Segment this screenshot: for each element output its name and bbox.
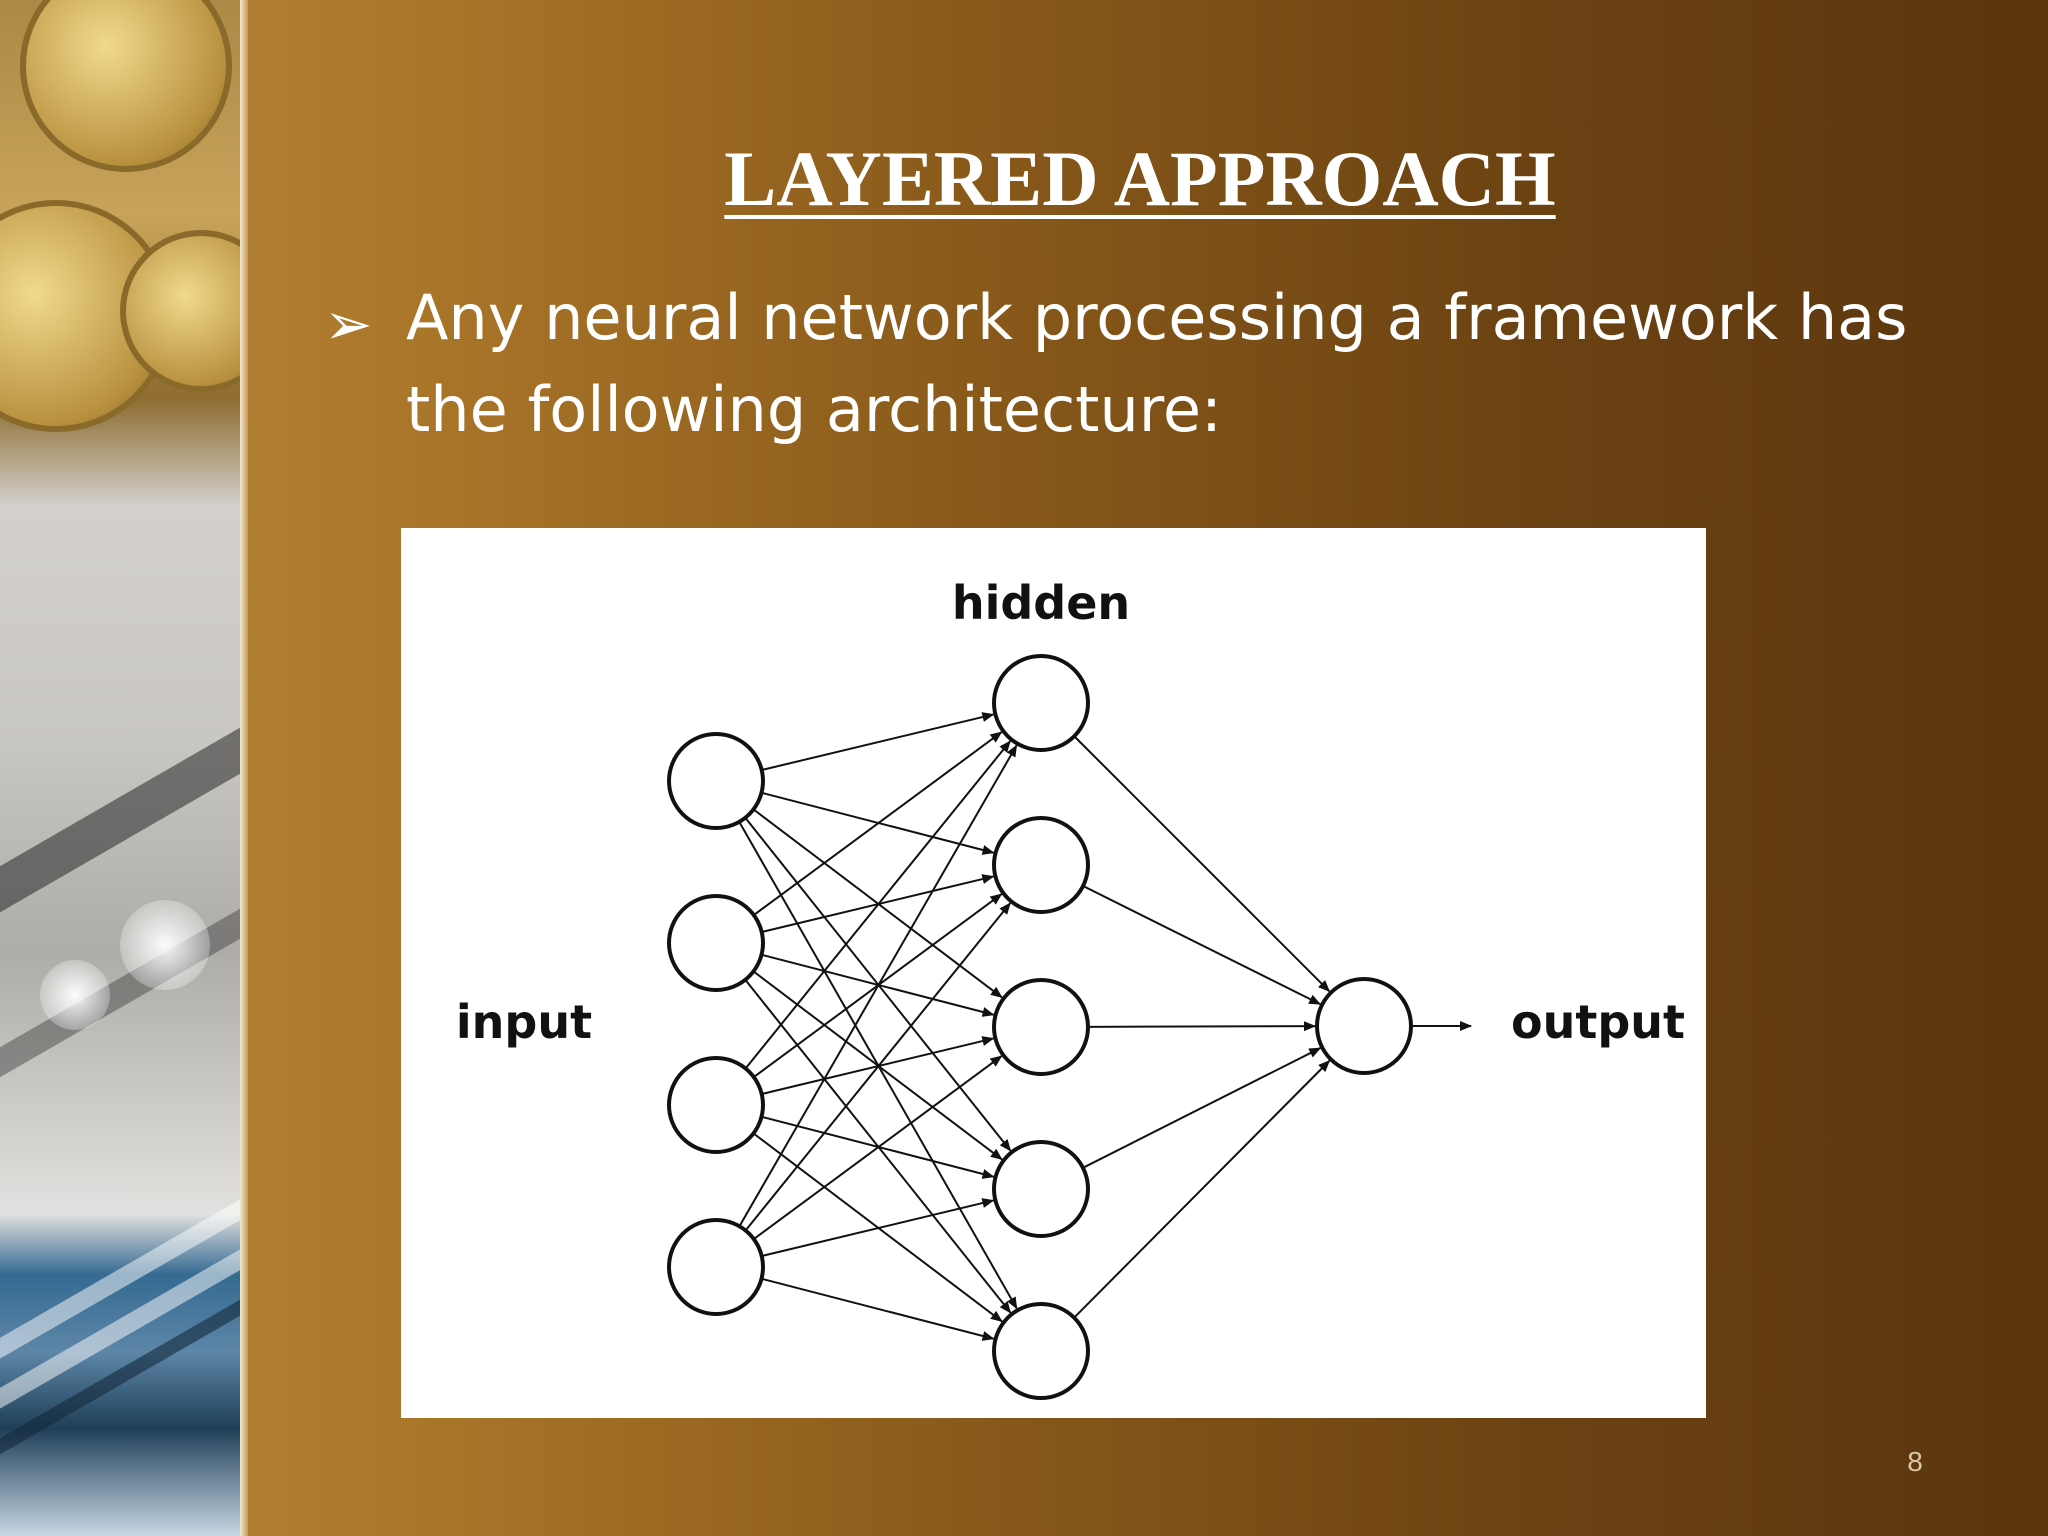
- input-hidden-connection: [753, 1055, 1003, 1240]
- bullet-text: Any neural network processing a framewor…: [406, 281, 1908, 446]
- sidebar-divider: [240, 0, 248, 1536]
- hidden-node: [992, 816, 1090, 914]
- light-glare: [120, 900, 210, 990]
- hidden-node: [992, 654, 1090, 752]
- input-node: [667, 1056, 765, 1154]
- hidden-output-connection: [1073, 735, 1331, 993]
- sidebar-photo-collage: [0, 0, 240, 1536]
- hidden-node: [992, 978, 1090, 1076]
- bullet-point: ➢ Any neural network processing a framew…: [324, 272, 2010, 456]
- coin-image: [120, 230, 240, 392]
- output-node: [1315, 977, 1413, 1075]
- neural-network-svg: hidden input output: [456, 576, 1685, 1400]
- hidden-output-connection: [1082, 885, 1322, 1006]
- light-glare: [40, 960, 110, 1030]
- input-hidden-connection: [744, 740, 1011, 1070]
- hidden-node: [992, 1140, 1090, 1238]
- input-node: [667, 894, 765, 992]
- input-node: [667, 732, 765, 830]
- hidden-output-connection: [1082, 1047, 1322, 1169]
- hidden-output-connection: [1087, 1021, 1317, 1032]
- input-node: [667, 1218, 765, 1316]
- input-hidden-connection: [753, 731, 1003, 916]
- input-hidden-connection: [738, 744, 1018, 1227]
- input-hidden-connection: [761, 1198, 995, 1258]
- arrow-bullet-icon: ➢: [324, 290, 373, 358]
- slide-title: LAYERED APPROACH: [724, 135, 1556, 222]
- hidden-output-connection: [1073, 1060, 1331, 1319]
- input-hidden-connection: [761, 712, 995, 772]
- input-layer-label: input: [456, 995, 592, 1049]
- coin-image: [20, 0, 232, 172]
- page-number: 8: [1907, 1446, 1923, 1477]
- pen-shape: [0, 722, 240, 918]
- input-hidden-connection: [744, 902, 1011, 1232]
- neural-network-diagram: hidden input output: [401, 528, 1706, 1418]
- hidden-node: [992, 1302, 1090, 1400]
- input-hidden-connection: [761, 1277, 995, 1341]
- output-layer-label: output: [1511, 995, 1685, 1049]
- hidden-layer-label: hidden: [952, 576, 1130, 630]
